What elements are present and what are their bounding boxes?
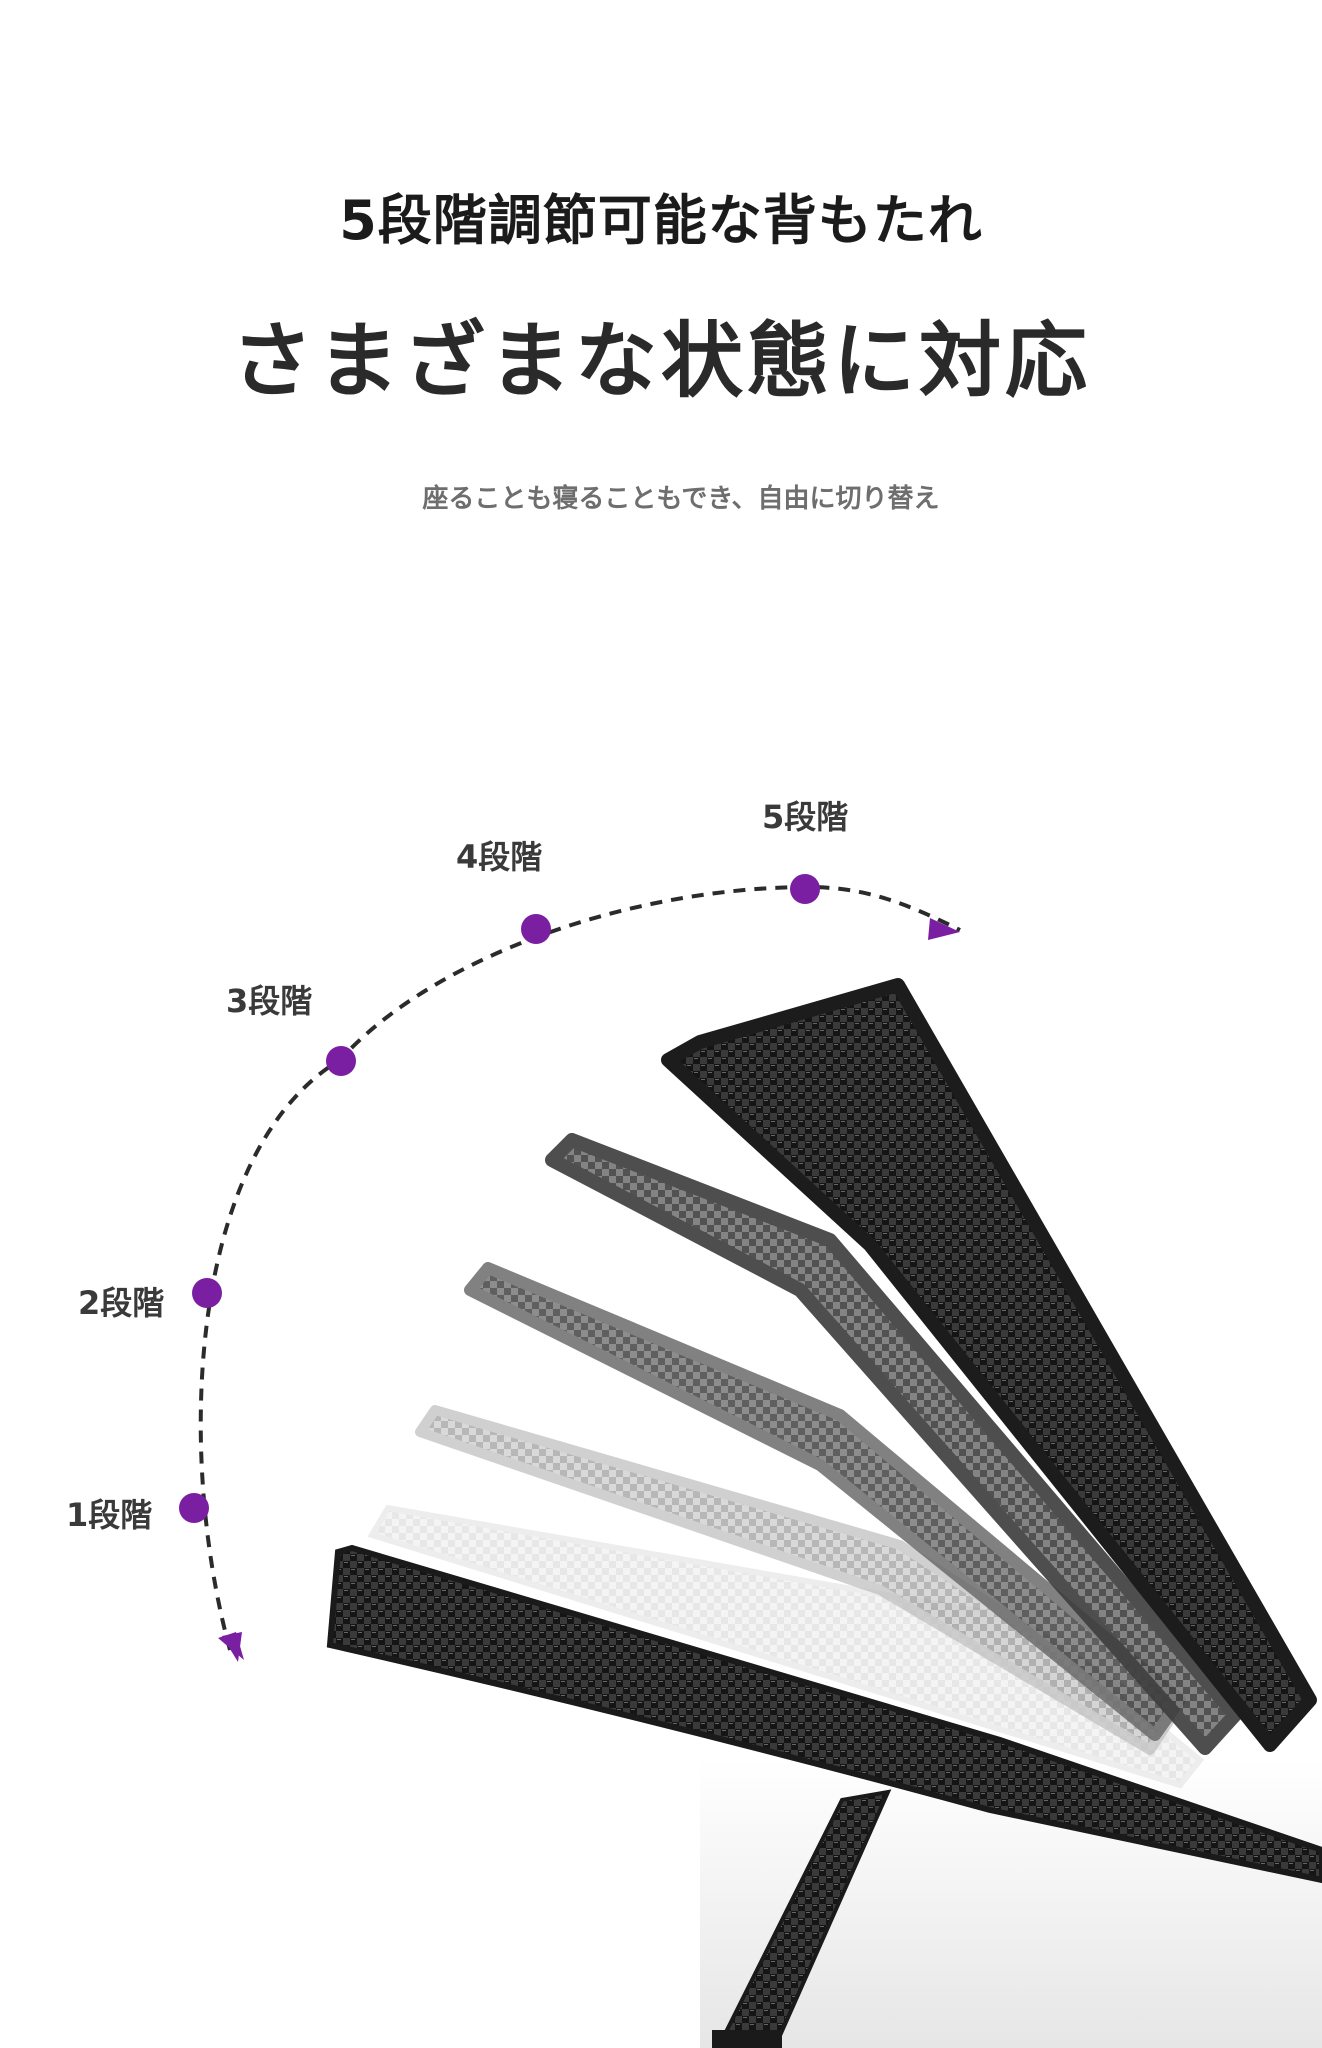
stage-4-dot: [521, 914, 551, 944]
headline: 5段階調節可能な背もたれ: [339, 189, 983, 252]
sub-headline: さまざまな状態に対応: [230, 314, 1091, 409]
lounger-legs: [712, 1789, 892, 2048]
stage-5-label: 5段階: [762, 798, 849, 836]
backrest-stage-5: [661, 978, 1317, 1752]
backrest-stage-4: [545, 1133, 1242, 1755]
stage-5-dot: [790, 874, 820, 904]
stage-1-label: 1段階: [66, 1496, 153, 1534]
stage-2-label: 2段階: [78, 1284, 165, 1322]
stage-3-label: 3段階: [226, 982, 313, 1020]
description: 座ることも寝ることもでき、自由に切り替え: [422, 484, 940, 514]
recline-arc: [198, 884, 961, 1651]
arrow-right-icon: [928, 918, 960, 940]
stage-1-dot: [179, 1493, 209, 1523]
seat-frame: [326, 1544, 1322, 1884]
stage-4-label: 4段階: [456, 838, 543, 876]
stage-2-dot: [192, 1278, 222, 1308]
stage-3-dot: [326, 1046, 356, 1076]
arrow-down-icon-tip: [222, 1632, 242, 1662]
